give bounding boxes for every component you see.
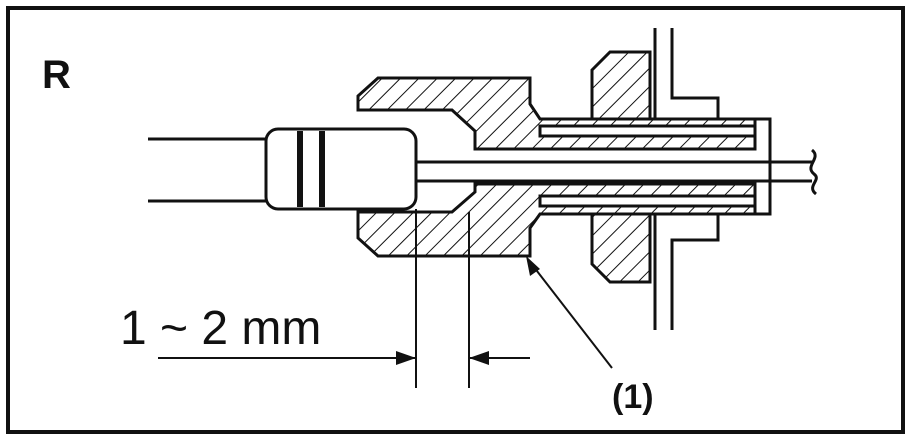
dimension-line bbox=[158, 351, 530, 365]
panel-label: R bbox=[42, 53, 71, 97]
lock-nut-upper bbox=[590, 50, 652, 121]
lock-nut-lower bbox=[590, 212, 652, 284]
callout-leader bbox=[526, 256, 613, 369]
callout-label: (1) bbox=[612, 378, 654, 416]
cable-sleeve bbox=[264, 127, 418, 211]
inner-tube bbox=[416, 160, 812, 183]
mounting-bracket bbox=[653, 28, 772, 330]
tube-break-line bbox=[809, 148, 818, 196]
flare-sleeve bbox=[538, 124, 757, 208]
cable bbox=[148, 137, 268, 203]
dimension-label: 1 ~ 2 mm bbox=[120, 302, 321, 355]
